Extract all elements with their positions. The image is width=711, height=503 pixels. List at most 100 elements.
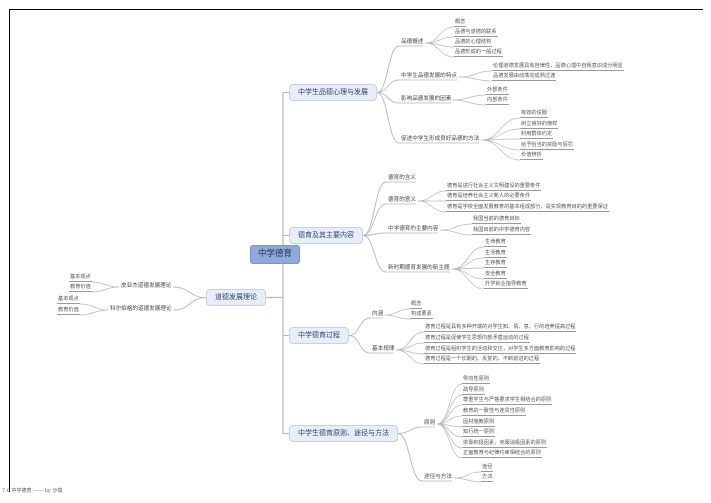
connector-line	[384, 314, 411, 320]
connector-line	[376, 92, 400, 144]
leaf-node[interactable]: 构成要素	[410, 311, 433, 320]
leaf-node[interactable]: 生命教育	[484, 239, 507, 248]
leaf-node[interactable]: 品德发展由动荡向成熟过渡	[492, 73, 557, 82]
connector-line	[451, 257, 485, 270]
connector-line	[453, 477, 482, 483]
connector-line	[436, 404, 463, 425]
sub-node[interactable]: 原则	[424, 420, 436, 426]
connector-line	[362, 181, 387, 236]
connector-line	[480, 128, 521, 141]
leaf-node[interactable]: 品德形成的一般过程	[454, 49, 503, 58]
root-node[interactable]: 中学德育	[250, 245, 301, 264]
connector-line	[452, 94, 487, 101]
sub-node[interactable]: 品德概述	[401, 39, 424, 45]
branch-node-moral-education[interactable]: 德育及其主要内容	[289, 227, 363, 244]
leaf-node[interactable]: 德育是培养社会主义新人的必要条件	[446, 193, 532, 202]
leaf-node[interactable]: 德育过程是组织学生的活动和交往，对学生多方面教育影响的过程	[424, 346, 577, 355]
sub-node[interactable]: 中学德育的主要内容	[388, 226, 439, 232]
connector-line	[348, 335, 371, 354]
branch-node-process[interactable]: 中学德育过程	[289, 327, 349, 344]
leaf-node[interactable]: 我国目前的中学德育内容	[472, 227, 532, 236]
connector-line	[172, 286, 207, 298]
leaf-node[interactable]: 知行统一原则	[462, 429, 496, 438]
connector-line	[439, 223, 473, 231]
sub-node[interactable]: 科尔伯格的道德发展理论	[110, 306, 172, 312]
connector-line	[480, 139, 521, 161]
leaf-node[interactable]: 升学就业指导教育	[484, 281, 528, 290]
connector-line	[480, 139, 521, 151]
leaf-node[interactable]: 树立良好的榜样	[520, 121, 559, 130]
leaf-node[interactable]: 因材施教原则	[462, 419, 496, 428]
sub-node[interactable]: 影响品德发展的因素	[401, 96, 452, 102]
sub-node[interactable]: 途径与方法	[424, 474, 452, 480]
sub-node[interactable]: 内涵	[372, 311, 384, 317]
leaf-node[interactable]: 生存教育	[484, 260, 507, 269]
leaf-node[interactable]: 生活教育	[484, 250, 507, 259]
sub-node[interactable]: 新时期德育发展的新主题	[388, 265, 450, 271]
connector-line	[436, 383, 463, 425]
leaf-node[interactable]: 我国当前的德育目标	[472, 216, 521, 225]
sub-node[interactable]: 促进中学生形成良好品德的方法	[401, 136, 480, 142]
connector-line	[91, 281, 120, 288]
leaf-node[interactable]: 正面教育与纪律约束相结合的原则	[462, 450, 542, 459]
sub-node[interactable]: 德育的含义	[388, 175, 416, 181]
connector-line	[451, 246, 485, 270]
leaf-node[interactable]: 导向性原则	[462, 376, 490, 385]
leaf-node[interactable]: 概念	[410, 301, 423, 310]
leaf-node[interactable]: 基本观点	[69, 274, 92, 283]
connector-line	[79, 303, 109, 311]
branch-node-principles[interactable]: 中学生德育原则、途径与方法	[289, 425, 398, 442]
leaf-node[interactable]: 伦理道德发展具有自律性，品德心理中自我意识成分明显	[492, 63, 624, 72]
connector-line	[395, 349, 425, 365]
leaf-node[interactable]: 内部条件	[486, 97, 509, 106]
leaf-node[interactable]: 途径	[481, 464, 494, 473]
leaf-node[interactable]: 依靠积极因素，克服消极因素的原则	[462, 440, 548, 449]
connector-line	[417, 190, 447, 202]
leaf-node[interactable]: 教育价值	[57, 307, 80, 316]
connector-line	[458, 70, 493, 78]
connector-line	[436, 394, 463, 425]
leaf-node[interactable]: 安全教育	[484, 271, 507, 280]
sub-node[interactable]: 德育的意义	[388, 197, 416, 203]
leaf-node[interactable]: 概念	[454, 19, 467, 28]
connector-line	[395, 331, 425, 351]
leaf-node[interactable]: 价值辨析	[520, 152, 543, 161]
connector-line	[436, 423, 463, 459]
connector-line	[384, 308, 411, 316]
connector-line	[439, 229, 473, 236]
leaf-node[interactable]: 有效的说服	[520, 110, 548, 119]
connector-line	[452, 99, 487, 106]
leaf-node[interactable]: 德育是学校全面发展教育的基本组成部分，是实现教育目的的重要保证	[446, 204, 609, 213]
leaf-node[interactable]: 教育价值	[69, 284, 92, 293]
leaf-node[interactable]: 品德与道德的联系	[454, 29, 498, 38]
connector-line	[436, 423, 463, 449]
leaf-node[interactable]: 利用群体约定	[520, 131, 554, 140]
sub-node[interactable]: 基本规律	[372, 346, 395, 352]
leaf-node[interactable]: 德育是进行社会主义文明建设的重要条件	[446, 183, 542, 192]
connector-line	[436, 423, 463, 438]
leaf-node[interactable]: 德育过程是具有多种开端的对学生知、情、意、行的培养提高过程	[424, 324, 577, 333]
connector-line	[362, 203, 387, 236]
connector-line	[362, 232, 387, 236]
leaf-node[interactable]: 给予恰当的奖励与惩罚	[520, 142, 574, 151]
leaf-node[interactable]: 方法	[481, 474, 494, 483]
connector-line	[480, 117, 521, 141]
leaf-node[interactable]: 尊重学生与严格要求学生相结合的原则	[462, 397, 553, 406]
connector-line	[395, 342, 425, 351]
leaf-node[interactable]: 基本观点	[57, 296, 80, 305]
sub-node[interactable]: 中学生品德发展的特点	[401, 73, 457, 79]
leaf-node[interactable]: 德育过程是促使学生思想内部矛盾运动的过程	[424, 335, 530, 344]
footer-caption: 7.0 中学德育 —— by 沙琪	[2, 488, 63, 494]
branch-node-theory[interactable]: 道德发展理论	[206, 289, 266, 306]
leaf-node[interactable]: 品德的心理结构	[454, 39, 493, 48]
connector-line	[376, 45, 400, 93]
branch-node-psychology[interactable]: 中学生品德心理与发展	[289, 84, 377, 101]
connector-line	[91, 286, 120, 293]
leaf-node[interactable]: 德育过程是一个长期的、反复的、不断前进的过程	[424, 356, 541, 365]
leaf-node[interactable]: 疏导原则	[462, 387, 485, 396]
leaf-node[interactable]: 教育的一致性与连贯性原则	[462, 408, 527, 417]
sub-node[interactable]: 皮亚杰道德发展理论	[121, 283, 172, 289]
connector-line	[453, 471, 482, 479]
leaf-node[interactable]: 外部条件	[486, 87, 509, 96]
